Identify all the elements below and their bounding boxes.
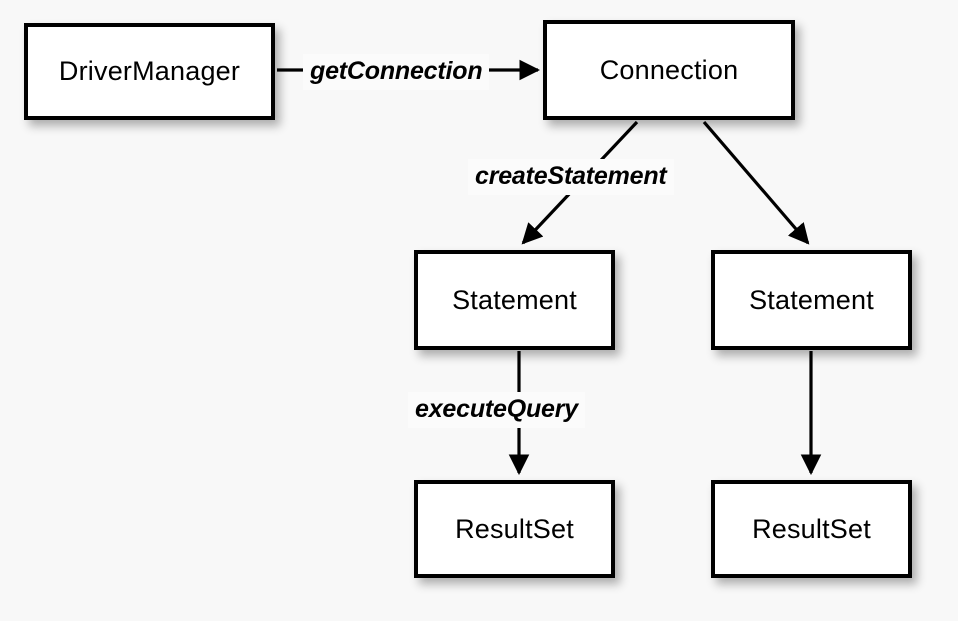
node-label: Statement [452, 284, 577, 315]
node-label: DriverManager [58, 56, 241, 86]
node-label: ResultSet [455, 513, 574, 544]
edge-label-edge-execute-query: executeQuery [408, 392, 585, 428]
node-label: ResultSet [752, 513, 871, 544]
node-resultset-left[interactable]: ResultSet [414, 480, 615, 578]
node-label: Connection [599, 54, 739, 85]
node-connection[interactable]: Connection [543, 20, 795, 120]
edge-label-edge-get-connection: getConnection [303, 54, 490, 90]
node-label: Statement [749, 284, 874, 315]
node-driver-manager[interactable]: DriverManager [24, 23, 275, 120]
node-statement-left[interactable]: Statement [414, 250, 615, 350]
edge-edge-connection-statement-right [702, 120, 810, 245]
edge-label-edge-create-statement: createStatement [468, 159, 674, 195]
node-statement-right[interactable]: Statement [711, 250, 912, 350]
node-resultset-right[interactable]: ResultSet [711, 480, 912, 578]
